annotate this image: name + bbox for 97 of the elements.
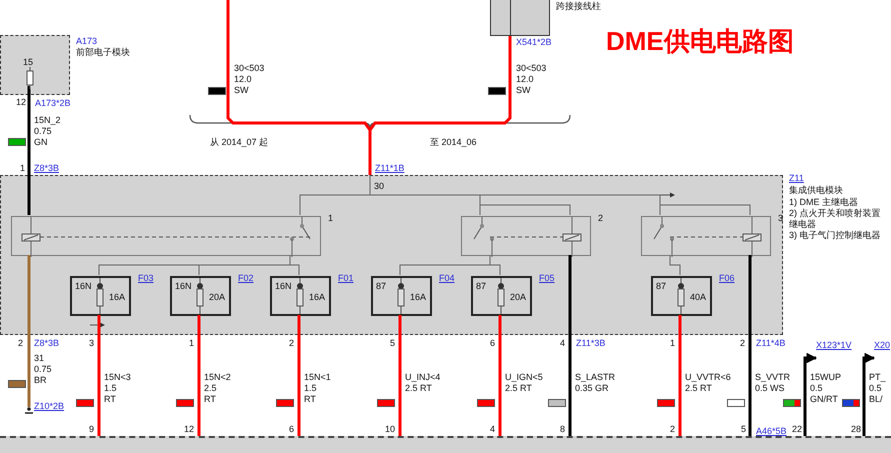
- pin-number: 2: [18, 338, 24, 349]
- terminal-number: 16N: [175, 281, 192, 292]
- wire: [748, 255, 752, 436]
- relay-note: 1) DME 主继电器: [789, 197, 860, 208]
- pin-number: 5: [390, 338, 396, 349]
- component-code: A173: [76, 36, 98, 47]
- terminal-number: 87: [656, 281, 666, 292]
- wire-label: U_INJ<4 2.5 RT: [405, 372, 440, 394]
- fuse-code: F04: [439, 273, 455, 284]
- wire: [290, 254, 300, 276]
- version-note: 至 2014_06: [430, 137, 477, 148]
- terminal-number: 87: [376, 281, 386, 292]
- pin-number: 1: [670, 338, 676, 349]
- pin-number: 3: [89, 338, 94, 349]
- wire: [490, 254, 500, 276]
- wire-label: 31 0.75 BR: [34, 353, 52, 386]
- wire: [678, 315, 682, 436]
- pin-number: 1: [20, 163, 26, 174]
- version-note: 从 2014_07 起: [210, 137, 268, 148]
- pin-number: 28: [851, 424, 862, 435]
- wire: [568, 255, 572, 436]
- wire-label: 15N_2 0.75 GN: [34, 115, 61, 148]
- wire-label: 30<503 12.0 SW: [234, 63, 264, 96]
- fuse-code: F06: [719, 273, 735, 284]
- pin-number: 22: [792, 424, 802, 435]
- pin-number: 4: [490, 424, 496, 435]
- wire-label: 15N<2 2.5 RT: [204, 372, 231, 405]
- pin-number: 2: [670, 424, 676, 435]
- pin-number: 12: [16, 97, 26, 108]
- pin-number: 5: [741, 424, 746, 435]
- relay-note: 2) 点火开关和喷射装置继电器: [789, 208, 882, 230]
- wire-label: S_VVTR 0.5 WS: [755, 372, 790, 394]
- wire-label: 15N<1 1.5 RT: [304, 372, 331, 405]
- wire: [198, 315, 200, 436]
- connector-code: A46*5B: [756, 426, 787, 437]
- component-name: 前部电子模块: [76, 47, 130, 58]
- wire-label: 15WUP 0.5 GN/RT: [810, 372, 841, 405]
- pin-number: 2: [740, 338, 746, 349]
- pin-number: 9: [89, 424, 94, 435]
- pin-number: 4: [560, 338, 566, 349]
- pin-number: 6: [289, 424, 294, 435]
- terminal-number: 16N: [275, 281, 292, 292]
- relay-number: 3: [778, 213, 784, 224]
- wire-label: S_LASTR 0.35 GR: [575, 372, 616, 394]
- wire: [804, 352, 818, 436]
- pin-number: 15: [23, 57, 34, 68]
- wire-label: PT_ 0.5 BL/: [869, 372, 886, 405]
- fuse-rating: 16A: [309, 292, 326, 303]
- fuse-rating: 16A: [109, 292, 126, 303]
- pin-number: 1: [189, 338, 194, 349]
- wire-label: 30<503 12.0 SW: [516, 63, 546, 96]
- component-name: 集成供电模块: [789, 185, 843, 196]
- connector-code: Z10*2B: [34, 401, 64, 412]
- fuse-code: F01: [338, 273, 354, 284]
- wire: [498, 315, 502, 436]
- wire: [670, 254, 680, 276]
- fuse-rating: 16A: [410, 292, 426, 303]
- wire-label: 15N<3 1.5 RT: [104, 372, 131, 405]
- pin-number: 2: [289, 338, 294, 349]
- fuse-rating: 20A: [510, 292, 526, 303]
- wire: [298, 315, 300, 436]
- connector-code: X541*2B: [516, 37, 552, 48]
- connector-code: A173*2B: [35, 98, 71, 109]
- wire-label: U_VVTR<6 2.5 RT: [685, 372, 731, 394]
- pin-number: 12: [184, 424, 194, 435]
- wire: [862, 352, 876, 436]
- connector-code: X20: [874, 340, 890, 351]
- pin-number: 8: [560, 424, 566, 435]
- fuse-code: F03: [138, 273, 154, 284]
- connector-code: Z11*4B: [756, 338, 786, 349]
- component-code: Z11: [789, 173, 804, 184]
- connector-code: Z8*3B: [34, 163, 60, 174]
- relay-number: 2: [598, 213, 604, 224]
- wire: [28, 86, 30, 215]
- connector-code: X123*1V: [816, 340, 852, 351]
- fuse-code: F05: [539, 273, 555, 284]
- connector-code: Z11*3B: [576, 338, 606, 349]
- connector-code: Z11*1B: [375, 163, 404, 174]
- relay-number: 1: [328, 213, 334, 224]
- diagram-title: DME供电电路图: [606, 26, 794, 56]
- relay-note: 3) 电子气门控制继电器: [789, 230, 882, 241]
- pin-number: 10: [385, 424, 396, 435]
- wire: [98, 315, 100, 436]
- wire: [28, 255, 30, 407]
- wire: [368, 36, 512, 175]
- terminal-number: 87: [476, 281, 486, 292]
- connector-code: Z8*3B: [34, 338, 60, 349]
- pin-number: 30: [374, 181, 384, 192]
- fuse-rating: 40A: [690, 292, 706, 303]
- pin-number: 6: [490, 338, 496, 349]
- fuse-code: F02: [238, 273, 254, 284]
- wire: [370, 174, 660, 216]
- fuse-rating: 20A: [209, 292, 226, 303]
- wire: [398, 315, 402, 436]
- component-name: 跨接接线柱: [556, 1, 601, 12]
- wire-label: U_IGN<5 2.5 RT: [505, 372, 543, 394]
- terminal-number: 16N: [75, 281, 92, 292]
